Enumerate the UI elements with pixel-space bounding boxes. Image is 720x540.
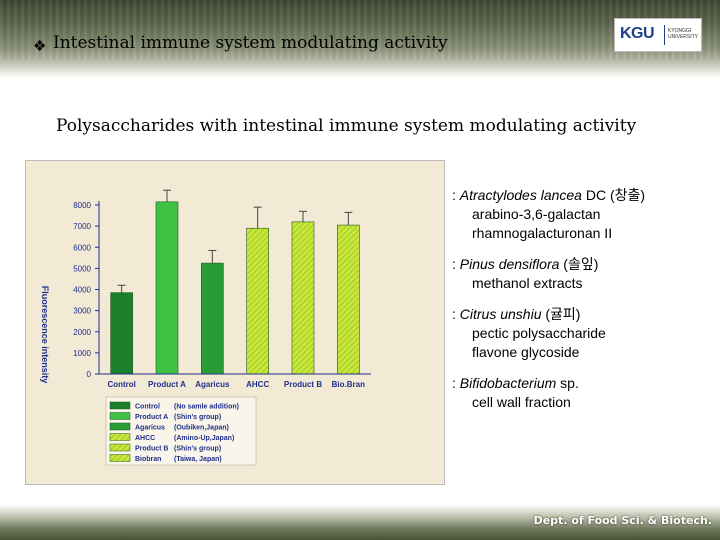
y-tick-label: 5000: [73, 264, 91, 273]
y-tick-label: 1000: [73, 349, 91, 358]
note-prefix: :: [452, 256, 460, 272]
plot-layer: 0 1000 2000 3000 4000 5000 6000 7000 8000Fluores…: [40, 189, 371, 389]
legend-note: (Taiwa, Japan): [174, 456, 222, 463]
source-note-heading: : Bifidobacterium sp.: [452, 374, 714, 393]
slide-title: Intestinal immune system modulating acti…: [53, 33, 448, 53]
legend-box: [105, 396, 257, 466]
footer-band: [0, 505, 720, 540]
header-texture: [0, 0, 720, 60]
logo-caption: KYONGGI UNIVERSITY: [668, 28, 699, 40]
slide-subtitle: Polysaccharides with intestinal immune s…: [56, 116, 637, 136]
x-tick-label: AHCC: [246, 380, 269, 389]
y-tick-label: 7000: [73, 222, 91, 231]
y-tick-label: 0: [87, 370, 92, 379]
note-prefix: :: [452, 375, 460, 391]
source-note: : Pinus densiflora (솔잎)methanol extracts: [452, 255, 714, 293]
note-prefix: :: [452, 187, 460, 203]
header-bullet-icon: ❖: [33, 38, 47, 55]
logo-divider: [664, 25, 665, 45]
note-suffix: (솔잎): [559, 256, 599, 272]
x-tick-label: Product B: [284, 380, 322, 389]
y-tick-label: 3000: [73, 307, 91, 316]
x-tick-label: Control: [107, 380, 135, 389]
scientific-name: Citrus unshiu: [459, 306, 542, 322]
note-detail: arabino-3,6-galactan: [472, 206, 601, 222]
bar-agaricus: [201, 262, 224, 375]
source-note: : Bifidobacterium sp.cell wall fraction: [452, 374, 714, 412]
note-detail: pectic polysaccharide: [472, 325, 606, 341]
legend-label: Biobran: [135, 456, 161, 463]
y-tick-label: 4000: [73, 286, 91, 295]
legend-note: (Oubiken,Japan): [174, 425, 229, 432]
note-suffix: DC (창출): [581, 187, 646, 203]
legend-label: Product B: [135, 446, 168, 453]
y-tick-label: 2000: [73, 328, 91, 337]
legend-note: (Shin's group): [174, 446, 221, 453]
note-detail: flavone glycoside: [472, 344, 580, 360]
note-detail: methanol extracts: [472, 275, 583, 291]
bar-bio-bran: [337, 224, 360, 375]
source-note: : Atractylodes lancea DC (창출)arabino-3,6…: [452, 186, 714, 243]
bar-product-b: [291, 221, 315, 375]
note-suffix: sp.: [556, 375, 579, 391]
y-tick-label: 6000: [73, 243, 91, 252]
source-note: : Citrus unshiu (귤피)pectic polysaccharid…: [452, 305, 714, 362]
legend-label: Agaricus: [135, 425, 165, 432]
legend-label: Control: [135, 404, 160, 411]
legend-note: (No samle addition): [174, 404, 239, 411]
legend-note: (Shin's group): [174, 414, 221, 421]
header-band: [0, 0, 720, 78]
university-logo: KGU KYONGGI UNIVERSITY: [614, 18, 702, 52]
legend-label: Product A: [135, 414, 168, 421]
note-prefix: :: [452, 306, 460, 322]
bar-chart: 0 1000 2000 3000 4000 5000 6000 7000 8000Fluores…: [26, 161, 444, 484]
legend-swatch: [109, 433, 131, 441]
legend-swatch: [109, 401, 131, 410]
legend-swatch: [109, 422, 131, 431]
legend-swatch: [109, 454, 131, 462]
legend-label: AHCC: [135, 435, 155, 442]
source-note-heading: : Atractylodes lancea DC (창출): [452, 186, 714, 205]
bar-product-a: [155, 201, 179, 375]
legend-swatch: [109, 443, 131, 452]
legend-swatch: [109, 412, 131, 420]
y-tick-label: 8000: [73, 201, 91, 210]
scientific-name: Atractylodes lancea: [459, 187, 582, 203]
source-notes: : Atractylodes lancea DC (창출)arabino-3,6…: [452, 186, 714, 424]
source-note-heading: : Pinus densiflora (솔잎): [452, 255, 714, 274]
logo-mark: KGU: [620, 25, 655, 42]
x-tick-label: Agaricus: [195, 380, 230, 389]
scientific-name: Pinus densiflora: [459, 256, 560, 272]
legend: Control (No samle addition) Product A (Shin…: [105, 396, 257, 466]
bar-control: [110, 292, 133, 375]
source-note-heading: : Citrus unshiu (귤피): [452, 305, 714, 324]
footer-department: Dept. of Food Sci. & Biotech.: [533, 514, 712, 527]
legend-note: (Amino-Up,Japan): [174, 435, 234, 442]
note-suffix: (귤피): [541, 306, 581, 322]
note-detail: cell wall fraction: [472, 394, 571, 410]
y-axis-label: Fluorescence intensity: [40, 286, 50, 384]
bar-ahcc: [246, 227, 269, 375]
x-tick-label: Bio.Bran: [332, 380, 365, 389]
x-tick-label: Product A: [148, 380, 186, 389]
note-detail: rhamnogalacturonan II: [472, 225, 613, 241]
scientific-name: Bifidobacterium: [459, 375, 557, 391]
